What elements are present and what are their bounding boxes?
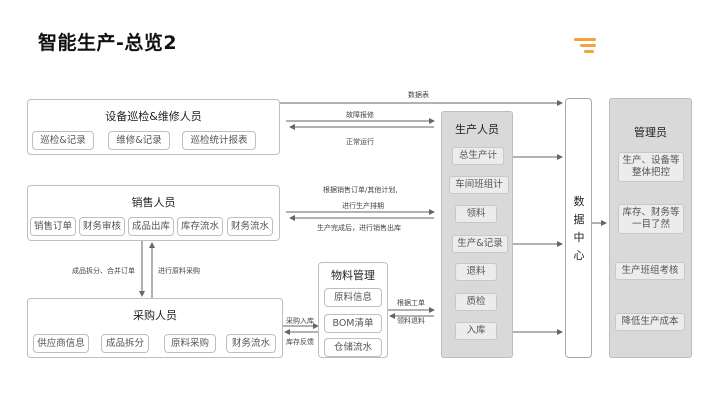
label-normal-run: 正常运行 (346, 138, 374, 146)
label-picking-return: 领料退料 (397, 317, 425, 325)
chip-finance-flow: 财务流水 (227, 217, 273, 236)
chip-return-material: 退料 (455, 263, 497, 281)
label-purchase-in: 采购入库 (286, 317, 314, 325)
label-plan-line1: 根据销售订单/其他计划, (323, 186, 398, 194)
chip-finance-review: 财务审核 (79, 217, 125, 236)
chip-supplier-info: 供应商信息 (33, 334, 89, 353)
data-center-char-1: 数 (573, 195, 585, 208)
chip-inspection-record: 巡检&记录 (32, 131, 94, 150)
manager-title: 管理员 (634, 126, 667, 139)
chip-warehouse-flow: 仓储流水 (324, 338, 382, 357)
lines-logo-icon (574, 36, 600, 56)
label-by-work-order: 根据工单 (397, 299, 425, 307)
chip-inspection-report: 巡检统计报表 (182, 131, 256, 150)
label-raw-purchase: 进行原料采购 (158, 267, 200, 275)
chip-raw-purchase: 原料采购 (164, 334, 216, 353)
production-staff-title: 生产人员 (455, 123, 499, 136)
chip-production-record: 生产&记录 (452, 235, 508, 253)
chip-workshop-plan: 车间班组计 (449, 176, 509, 194)
data-center-char-2: 据 (573, 213, 585, 226)
data-center-char-3: 中 (573, 231, 585, 244)
data-center-box: 数 据 中 心 (565, 98, 592, 358)
data-center-char-4: 心 (573, 249, 585, 262)
label-data-table: 数据表 (408, 91, 429, 99)
page-title: 智能生产-总览2 (38, 32, 178, 54)
chip-finished-goods-out: 成品出库 (128, 217, 174, 236)
chip-bom-list: BOM清单 (324, 314, 382, 333)
chip-purchase-finance-flow: 财务流水 (226, 334, 276, 353)
chip-quality-check: 质检 (455, 293, 497, 311)
label-stock-feedback: 库存反馈 (286, 338, 314, 346)
label-plan-line2: 进行生产排期 (342, 202, 384, 210)
equipment-staff-box: 设备巡检&维修人员 巡检&记录 维修&记录 巡检统计报表 (27, 99, 280, 155)
chip-sales-order: 销售订单 (30, 217, 76, 236)
chip-master-plan: 总生产计 (452, 147, 504, 165)
chip-product-split: 成品拆分 (101, 334, 149, 353)
chip-inventory-flow: 库存流水 (177, 217, 223, 236)
equipment-staff-title: 设备巡检&维修人员 (105, 110, 202, 123)
chip-raw-material-info: 原料信息 (324, 288, 382, 307)
chip-repair-record: 维修&记录 (108, 131, 170, 150)
chip-cost-reduction: 降低生产成本 (615, 313, 685, 331)
material-management-title: 物料管理 (331, 269, 375, 282)
material-management-box: 物料管理 原料信息 BOM清单 仓储流水 (318, 262, 388, 358)
chip-team-assessment: 生产班组考核 (615, 262, 685, 280)
chip-warehousing: 入库 (455, 322, 497, 340)
purchase-staff-title: 采购人员 (133, 309, 177, 322)
sales-staff-box: 销售人员 销售订单 财务审核 成品出库 库存流水 财务流水 (27, 185, 280, 241)
label-after-production: 生产完成后，进行销售出库 (317, 224, 401, 232)
chip-inventory-finance-view: 库存、财务等一目了然 (618, 204, 684, 234)
sales-staff-title: 销售人员 (131, 196, 176, 209)
chip-picking: 领料 (455, 205, 497, 223)
chip-overall-control: 生产、设备等整体把控 (618, 152, 684, 182)
label-split-orders: 成品拆分、合并订单 (72, 267, 135, 275)
purchase-staff-box: 采购人员 供应商信息 成品拆分 原料采购 财务流水 (27, 298, 283, 358)
label-fault-report: 故障报修 (346, 111, 374, 119)
